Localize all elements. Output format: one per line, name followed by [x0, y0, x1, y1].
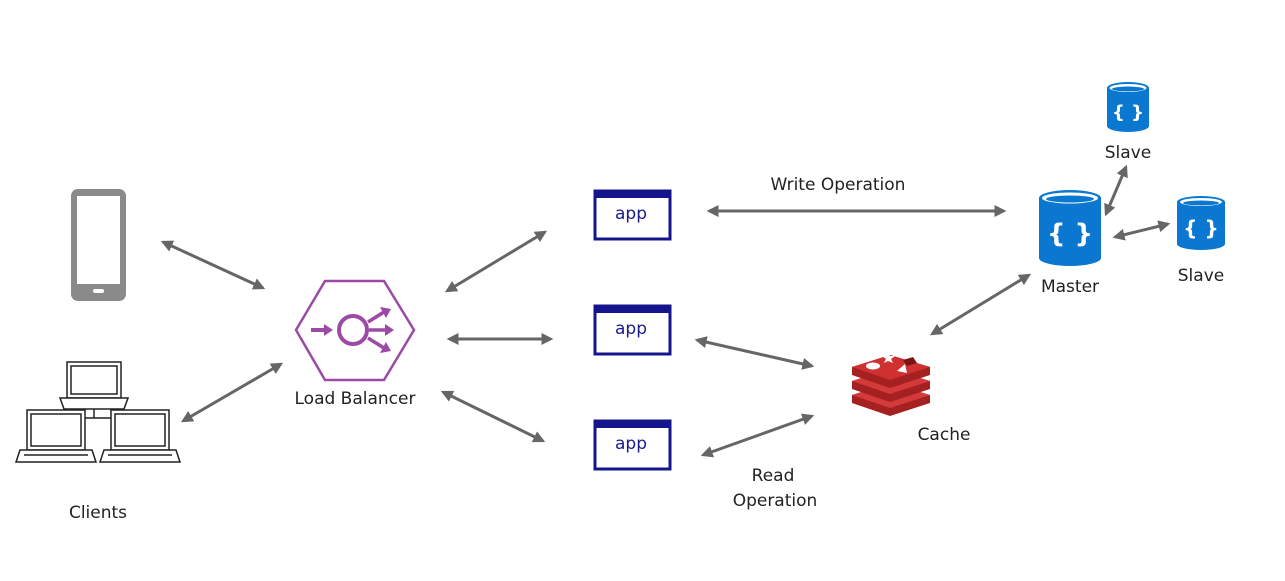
database-glyph: { } — [1183, 216, 1218, 240]
database-glyph: { } — [1112, 102, 1144, 123]
read-operation-label-line1: Read — [752, 466, 795, 486]
connectors — [160, 164, 1171, 458]
arrow-master-slave-top — [1104, 164, 1128, 217]
arrow-lb-app3 — [440, 390, 546, 443]
arrow-master-slave-right — [1112, 220, 1171, 241]
load-balancer-label: Load Balancer — [295, 389, 416, 409]
slave-top-label: Slave — [1105, 143, 1151, 163]
arrow-app2-cache — [694, 336, 815, 370]
arrow-cache-master — [929, 273, 1032, 336]
mobile-phone-icon — [71, 189, 126, 301]
slave-right-label: Slave — [1178, 266, 1224, 286]
laptop-network-icon — [14, 361, 182, 463]
arrow-app3-cache — [700, 413, 815, 458]
app-window-icon: app — [593, 189, 672, 241]
master-label: Master — [1041, 277, 1099, 297]
read-operation-label-line2: Operation — [733, 491, 818, 511]
database-icon: { } — [1039, 190, 1101, 266]
app-window-icon: app — [593, 304, 672, 356]
app-window-icon: app — [593, 419, 672, 471]
load-balancer-icon — [294, 279, 416, 382]
database-glyph: { } — [1047, 219, 1093, 249]
database-icon: { } — [1107, 82, 1149, 132]
arrow-lb-app1 — [444, 230, 548, 293]
database-icon: { } — [1177, 196, 1225, 250]
app-label: app — [615, 434, 647, 454]
app-label: app — [615, 319, 647, 339]
cache-label: Cache — [918, 425, 971, 445]
arrow-phone-lb — [160, 240, 266, 290]
write-operation-label: Write Operation — [771, 175, 906, 195]
arrow-laptops-lb — [180, 362, 284, 423]
redis-cache-icon — [852, 352, 930, 416]
clients-label: Clients — [69, 503, 127, 523]
app-label: app — [615, 204, 647, 224]
